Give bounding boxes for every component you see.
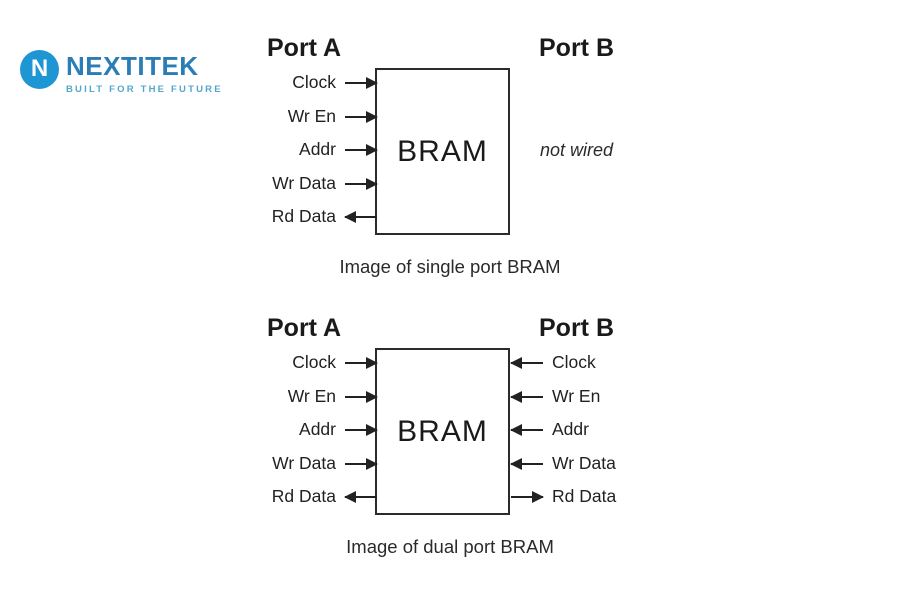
signal-row-rddata: Rd Data [255,207,377,227]
arrow-left-icon [510,458,543,470]
logo-text-column: NEXTITEK BUILT FOR THE FUTURE [66,50,223,95]
signal-label: Addr [299,139,336,160]
dual-port-bram-diagram: Port A Port B BRAM Clock Wr En Addr Wr D… [255,310,645,575]
signal-label: Rd Data [552,486,617,507]
port-b-not-wired-note: not wired [540,140,614,160]
signal-row-wrdata-b: Wr Data [510,453,616,474]
logo: N NEXTITEK BUILT FOR THE FUTURE [20,50,223,95]
signal-label: Wr En [287,106,336,127]
signal-row-clock-a: Clock [255,352,378,373]
signal-label: Rd Data [271,206,336,227]
arrow-left-icon [344,211,377,223]
signal-label: Clock [292,72,336,93]
signal-label: Clock [292,352,336,373]
arrow-right-icon [345,111,378,123]
signal-label: Wr En [552,386,601,407]
arrow-left-icon [510,391,543,403]
port-b-title: Port B [539,314,614,342]
arrow-right-icon [345,178,378,190]
port-b-title: Port B [539,34,614,62]
signal-label: Addr [299,419,336,440]
signal-label: Wr Data [552,453,616,474]
brand-tagline: BUILT FOR THE FUTURE [66,84,223,95]
signal-row-addr-a: Addr [255,419,378,440]
arrow-right-icon [345,391,378,403]
signal-row-rddata-a: Rd Data [255,487,377,507]
logo-n-letter: N [30,54,49,82]
arrow-left-icon [344,491,377,503]
bram-block-label: BRAM [397,414,488,448]
signal-row-wren-b: Wr En [510,386,601,407]
diagram-caption: Image of dual port BRAM [346,536,554,557]
signal-row-wrdata: Wr Data [255,173,378,194]
signal-label: Wr Data [272,173,336,194]
port-a-title: Port A [267,34,342,62]
port-a-title: Port A [267,314,342,342]
arrow-right-icon [345,424,378,436]
signal-row-wren-a: Wr En [255,386,378,407]
signal-row-addr: Addr [255,139,378,160]
arrow-left-icon [510,357,543,369]
signal-row-wren: Wr En [255,106,378,127]
brand-name: NEXTITEK [66,51,199,81]
signal-label: Clock [552,352,596,373]
signal-row-wrdata-a: Wr Data [255,453,378,474]
arrow-right-icon [345,458,378,470]
signal-row-rddata-b: Rd Data [511,487,616,507]
bram-block: BRAM [375,68,510,235]
arrow-right-icon [345,144,378,156]
arrow-right-icon [345,357,378,369]
single-port-bram-diagram: Port A Port B BRAM Clock Wr En Addr Wr D… [255,30,645,295]
signal-label: Wr En [287,386,336,407]
bram-block-label: BRAM [397,134,488,168]
signal-row-addr-b: Addr [510,419,589,440]
signal-row-clock: Clock [255,72,378,93]
bram-block: BRAM [375,348,510,515]
arrow-right-icon [511,491,544,503]
signal-label: Rd Data [271,486,336,507]
diagram-caption: Image of single port BRAM [339,256,561,277]
arrow-right-icon [345,77,378,89]
arrow-left-icon [510,424,543,436]
logo-n-icon: N [20,50,59,89]
signal-label: Wr Data [272,453,336,474]
signal-row-clock-b: Clock [510,352,596,373]
signal-label: Addr [552,419,589,440]
